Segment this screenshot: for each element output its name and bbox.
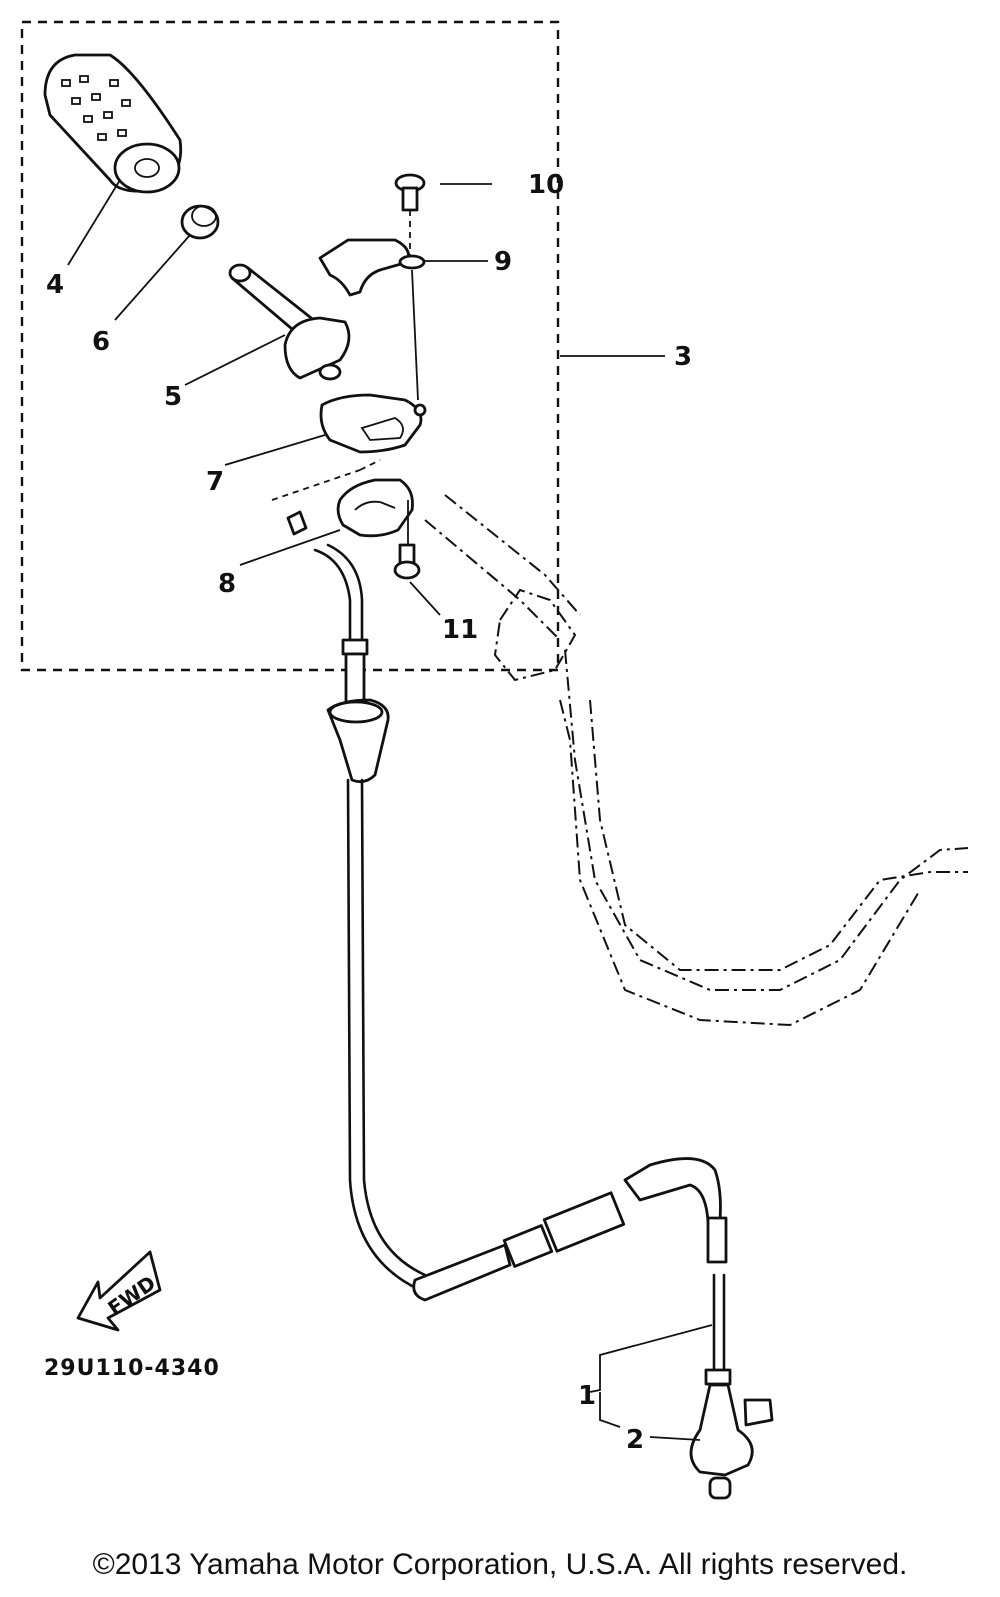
- cover-plate: [318, 238, 411, 297]
- washer-part-9: [398, 254, 426, 401]
- housing-upper-part-7: [319, 393, 427, 454]
- callout-4: 4: [46, 270, 64, 300]
- screw-part-10: [394, 173, 426, 255]
- screw-part-11: [393, 543, 421, 580]
- callout-8: 8: [218, 569, 236, 599]
- copyright-notice: ©2013 Yamaha Motor Corporation, U.S.A. A…: [92, 1548, 908, 1581]
- adjuster-part-2: [689, 1383, 774, 1500]
- callout-5: 5: [164, 382, 182, 412]
- grip-part-4: [43, 53, 183, 194]
- callout-6: 6: [92, 327, 110, 357]
- throttle-tube-part-5: [228, 263, 351, 381]
- leader-lines: [67, 179, 713, 1441]
- fwd-arrow-icon: FWD: [76, 1250, 162, 1332]
- callout-10: 10: [528, 170, 564, 200]
- callout-1: 1: [578, 1381, 596, 1411]
- callout-9: 9: [494, 247, 512, 277]
- callout-11: 11: [442, 615, 478, 645]
- diagram-code: 29U110-4340: [44, 1356, 220, 1381]
- housing-lower-part-8: [336, 478, 414, 545]
- cap-part-6: [180, 204, 220, 240]
- throttle-cable-part-1: [313, 543, 732, 1386]
- callout-2: 2: [626, 1425, 644, 1455]
- handlebar-outline: [424, 494, 969, 1027]
- callout-3: 3: [674, 342, 692, 372]
- callout-7: 7: [206, 467, 224, 497]
- small-screw: [271, 459, 381, 536]
